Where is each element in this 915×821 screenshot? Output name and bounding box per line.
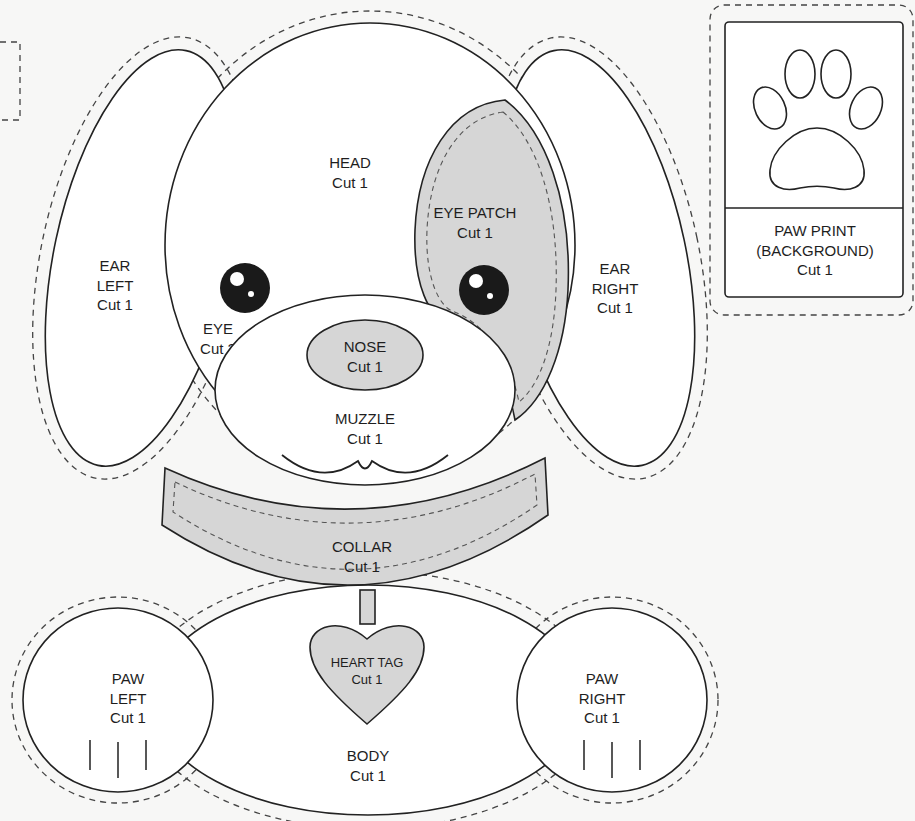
heart-tag-piece: HEART TAGCut 1: [310, 590, 425, 725]
cut-count: Cut 1: [580, 298, 650, 318]
piece-label: EAR RIGHTCut 1: [580, 259, 650, 318]
piece-name: PAW LEFT: [93, 669, 163, 708]
piece-name: EYE: [193, 319, 243, 339]
piece-label: HEART TAGCut 1: [317, 655, 417, 689]
panel-cut-line: [710, 5, 913, 315]
cut-count: Cut 1: [325, 356, 405, 376]
cut-count: Cut 1: [567, 708, 637, 728]
cut-count: Cut 1: [740, 260, 890, 280]
piece-name: HEART TAG: [317, 655, 417, 672]
piece-label: PAW PRINT (BACKGROUND)Cut 1: [740, 221, 890, 280]
piece-label: BODYCut 1: [328, 746, 408, 785]
cut-line-fragment: [0, 42, 20, 120]
paw-piece: PAW LEFTCut 1: [20, 605, 220, 805]
piece-name: COLLAR: [312, 537, 412, 557]
piece-name: NOSE: [325, 337, 405, 357]
paw-cut-line: [506, 597, 718, 803]
cut-count: Cut 1: [310, 172, 390, 192]
paw-cut-line: [12, 597, 224, 803]
cut-count: Cut 1: [312, 556, 412, 576]
piece-label: MUZZLECut 1: [315, 409, 415, 448]
piece-label: PAW LEFTCut 1: [93, 669, 163, 728]
piece-name: EAR LEFT: [80, 256, 150, 295]
cut-count: Cut 1: [317, 672, 417, 689]
piece-name: EAR RIGHT: [580, 259, 650, 298]
cut-count: Cut 1: [93, 708, 163, 728]
nose-piece: NOSECut 1: [305, 318, 425, 392]
piece-label: EYE PATCHCut 1: [420, 203, 530, 242]
piece-name: BODY: [328, 746, 408, 766]
piece-name: PAW RIGHT: [567, 669, 637, 708]
piece-label: COLLARCut 1: [312, 537, 412, 576]
piece-label: HEADCut 1: [310, 153, 390, 192]
paw-print-panel: PAW PRINT (BACKGROUND)Cut 1: [722, 20, 905, 300]
collar-piece: COLLARCut 1: [158, 455, 550, 595]
muzzle-piece: MUZZLECut 1NOSECut 1: [212, 292, 518, 488]
paw-piece: PAW RIGHTCut 1: [515, 605, 715, 805]
cut-count: Cut 1: [420, 222, 530, 242]
piece-name: EYE PATCH: [420, 203, 530, 223]
cut-count: Cut 1: [80, 295, 150, 315]
piece-label: PAW RIGHTCut 1: [567, 669, 637, 728]
piece-label: NOSECut 1: [325, 337, 405, 376]
cut-count: Cut 1: [328, 765, 408, 785]
piece-label: EAR LEFTCut 1: [80, 256, 150, 315]
cut-count: Cut 1: [315, 428, 415, 448]
piece-name: PAW PRINT (BACKGROUND): [740, 221, 890, 260]
nose-piece-outline: [305, 318, 425, 392]
head-piece: HEADCut 1EYE PATCHCut 1EYECut 2MUZZLECut…: [160, 20, 580, 480]
piece-name: MUZZLE: [315, 409, 415, 429]
piece-name: HEAD: [310, 153, 390, 173]
